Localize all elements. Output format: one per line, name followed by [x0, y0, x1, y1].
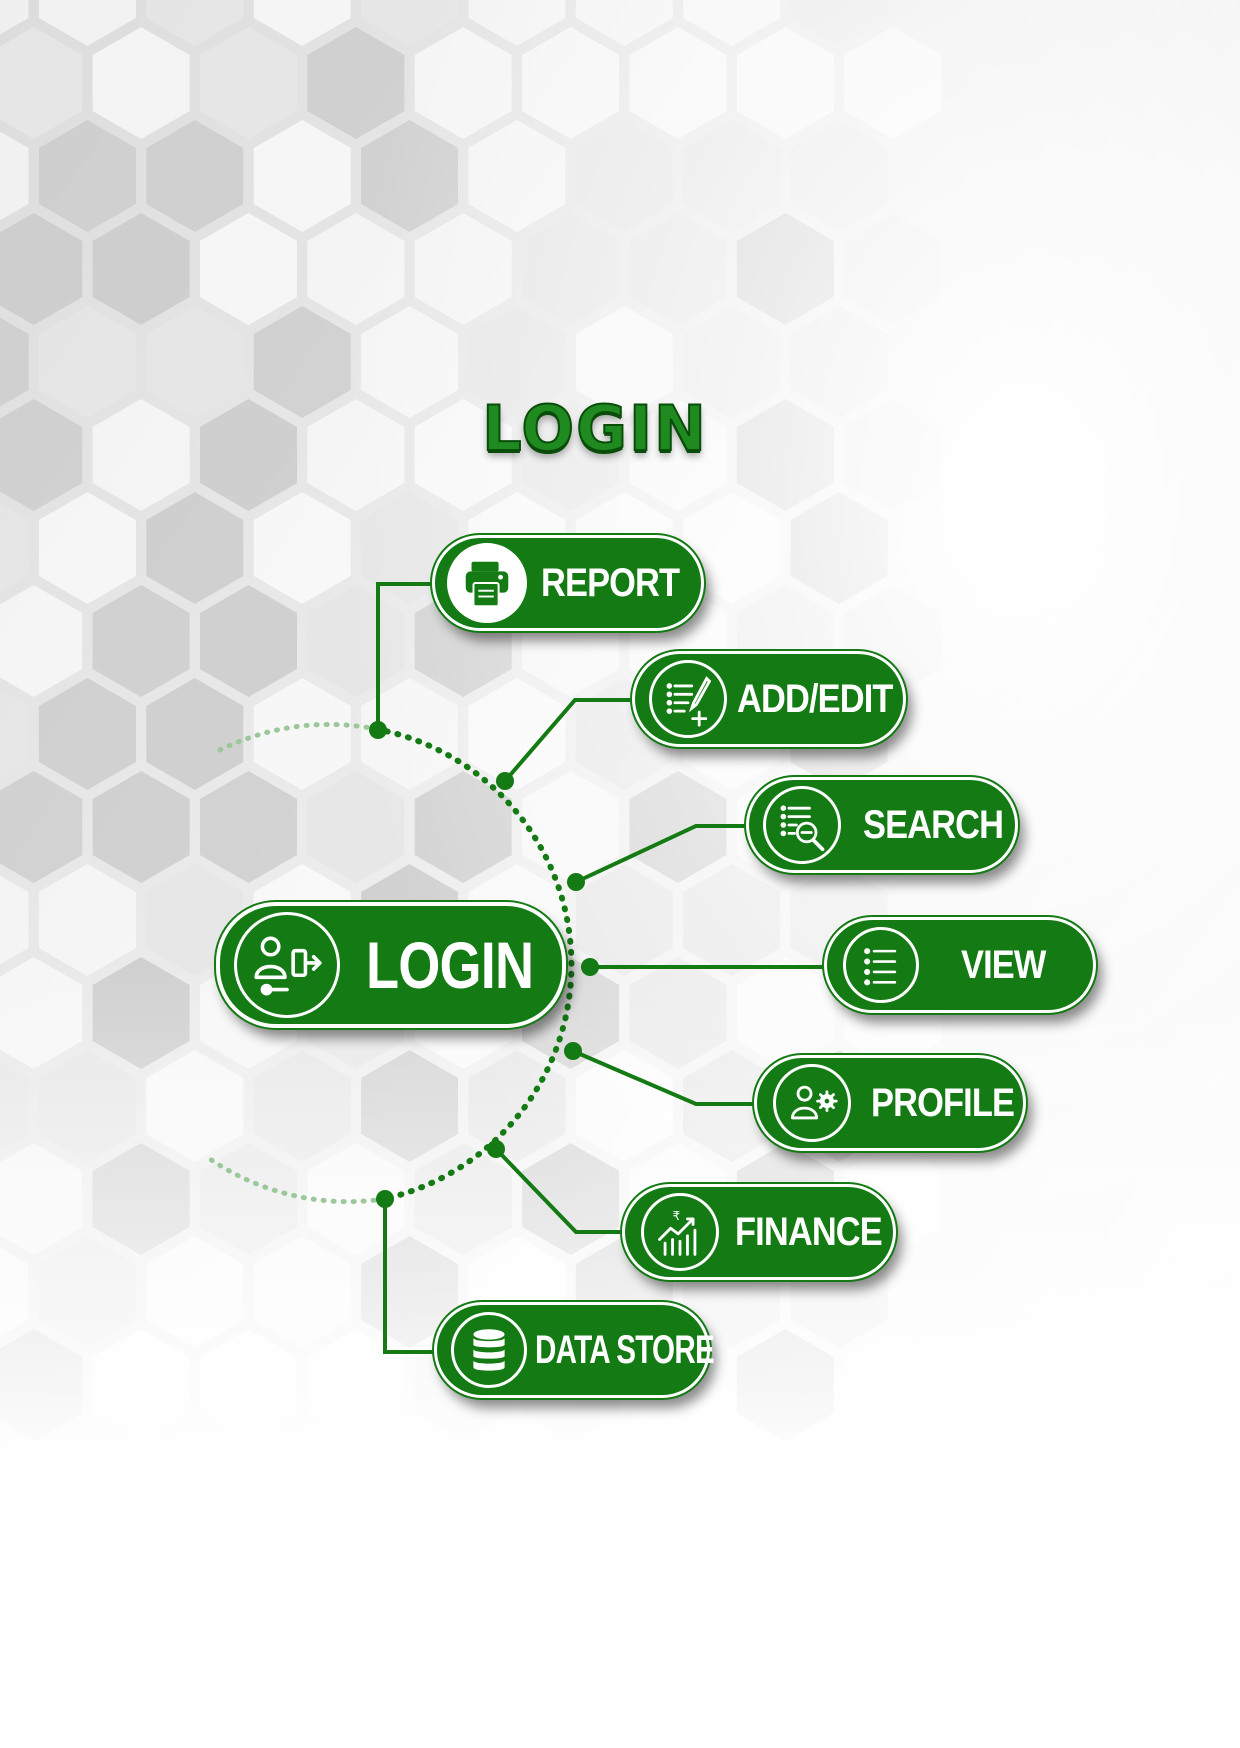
connector-add-edit: [503, 698, 635, 783]
add-edit-node[interactable]: ADD/EDIT: [632, 651, 906, 747]
dotted-arc-faded: [217, 721, 379, 753]
user-settings-icon: [773, 1064, 851, 1142]
report-node-label: REPORT: [541, 560, 680, 605]
node-dot: [564, 1042, 582, 1060]
login-node[interactable]: LOGIN: [216, 902, 566, 1028]
connector-report: [376, 582, 432, 730]
connector-data-store: [383, 1199, 436, 1354]
node-dot: [581, 958, 599, 976]
node-dot: [369, 721, 387, 739]
list-view-icon: [843, 927, 919, 1003]
finance-node-label: FINANCE: [735, 1209, 883, 1254]
list-search-icon: [763, 786, 841, 864]
dotted-arc-faded: [207, 1156, 387, 1205]
database-icon: [451, 1312, 527, 1388]
node-dot: [496, 772, 514, 790]
finance-node[interactable]: ₹ FINANCE: [622, 1184, 896, 1280]
profile-node-label: PROFILE: [871, 1080, 1015, 1125]
search-node[interactable]: SEARCH: [746, 777, 1018, 873]
connector-finance: [494, 1147, 626, 1234]
login-node-label: LOGIN: [366, 928, 534, 1002]
node-dot: [487, 1140, 505, 1158]
data-store-node[interactable]: DATA STORE: [434, 1302, 715, 1398]
page-title: LOGIN: [481, 391, 708, 466]
list-edit-add-icon: [649, 660, 727, 738]
node-dot: [567, 873, 585, 891]
search-node-label: SEARCH: [863, 802, 1004, 847]
svg-text:₹: ₹: [673, 1209, 681, 1223]
report-node[interactable]: REPORT: [432, 535, 704, 631]
profile-node[interactable]: PROFILE: [754, 1055, 1026, 1151]
dotted-arc: [373, 726, 575, 1202]
data-store-node-label: DATA STORE: [535, 1327, 715, 1372]
view-node[interactable]: VIEW: [824, 917, 1096, 1013]
add-edit-node-label: ADD/EDIT: [737, 676, 893, 721]
user-login-icon: [234, 912, 340, 1018]
printer-icon: [447, 543, 527, 623]
node-dot: [376, 1190, 394, 1208]
view-node-label: VIEW: [961, 942, 1046, 987]
connector-profile: [572, 1049, 756, 1106]
connector-search: [575, 824, 748, 884]
rupee-chart-icon: ₹: [641, 1193, 719, 1271]
